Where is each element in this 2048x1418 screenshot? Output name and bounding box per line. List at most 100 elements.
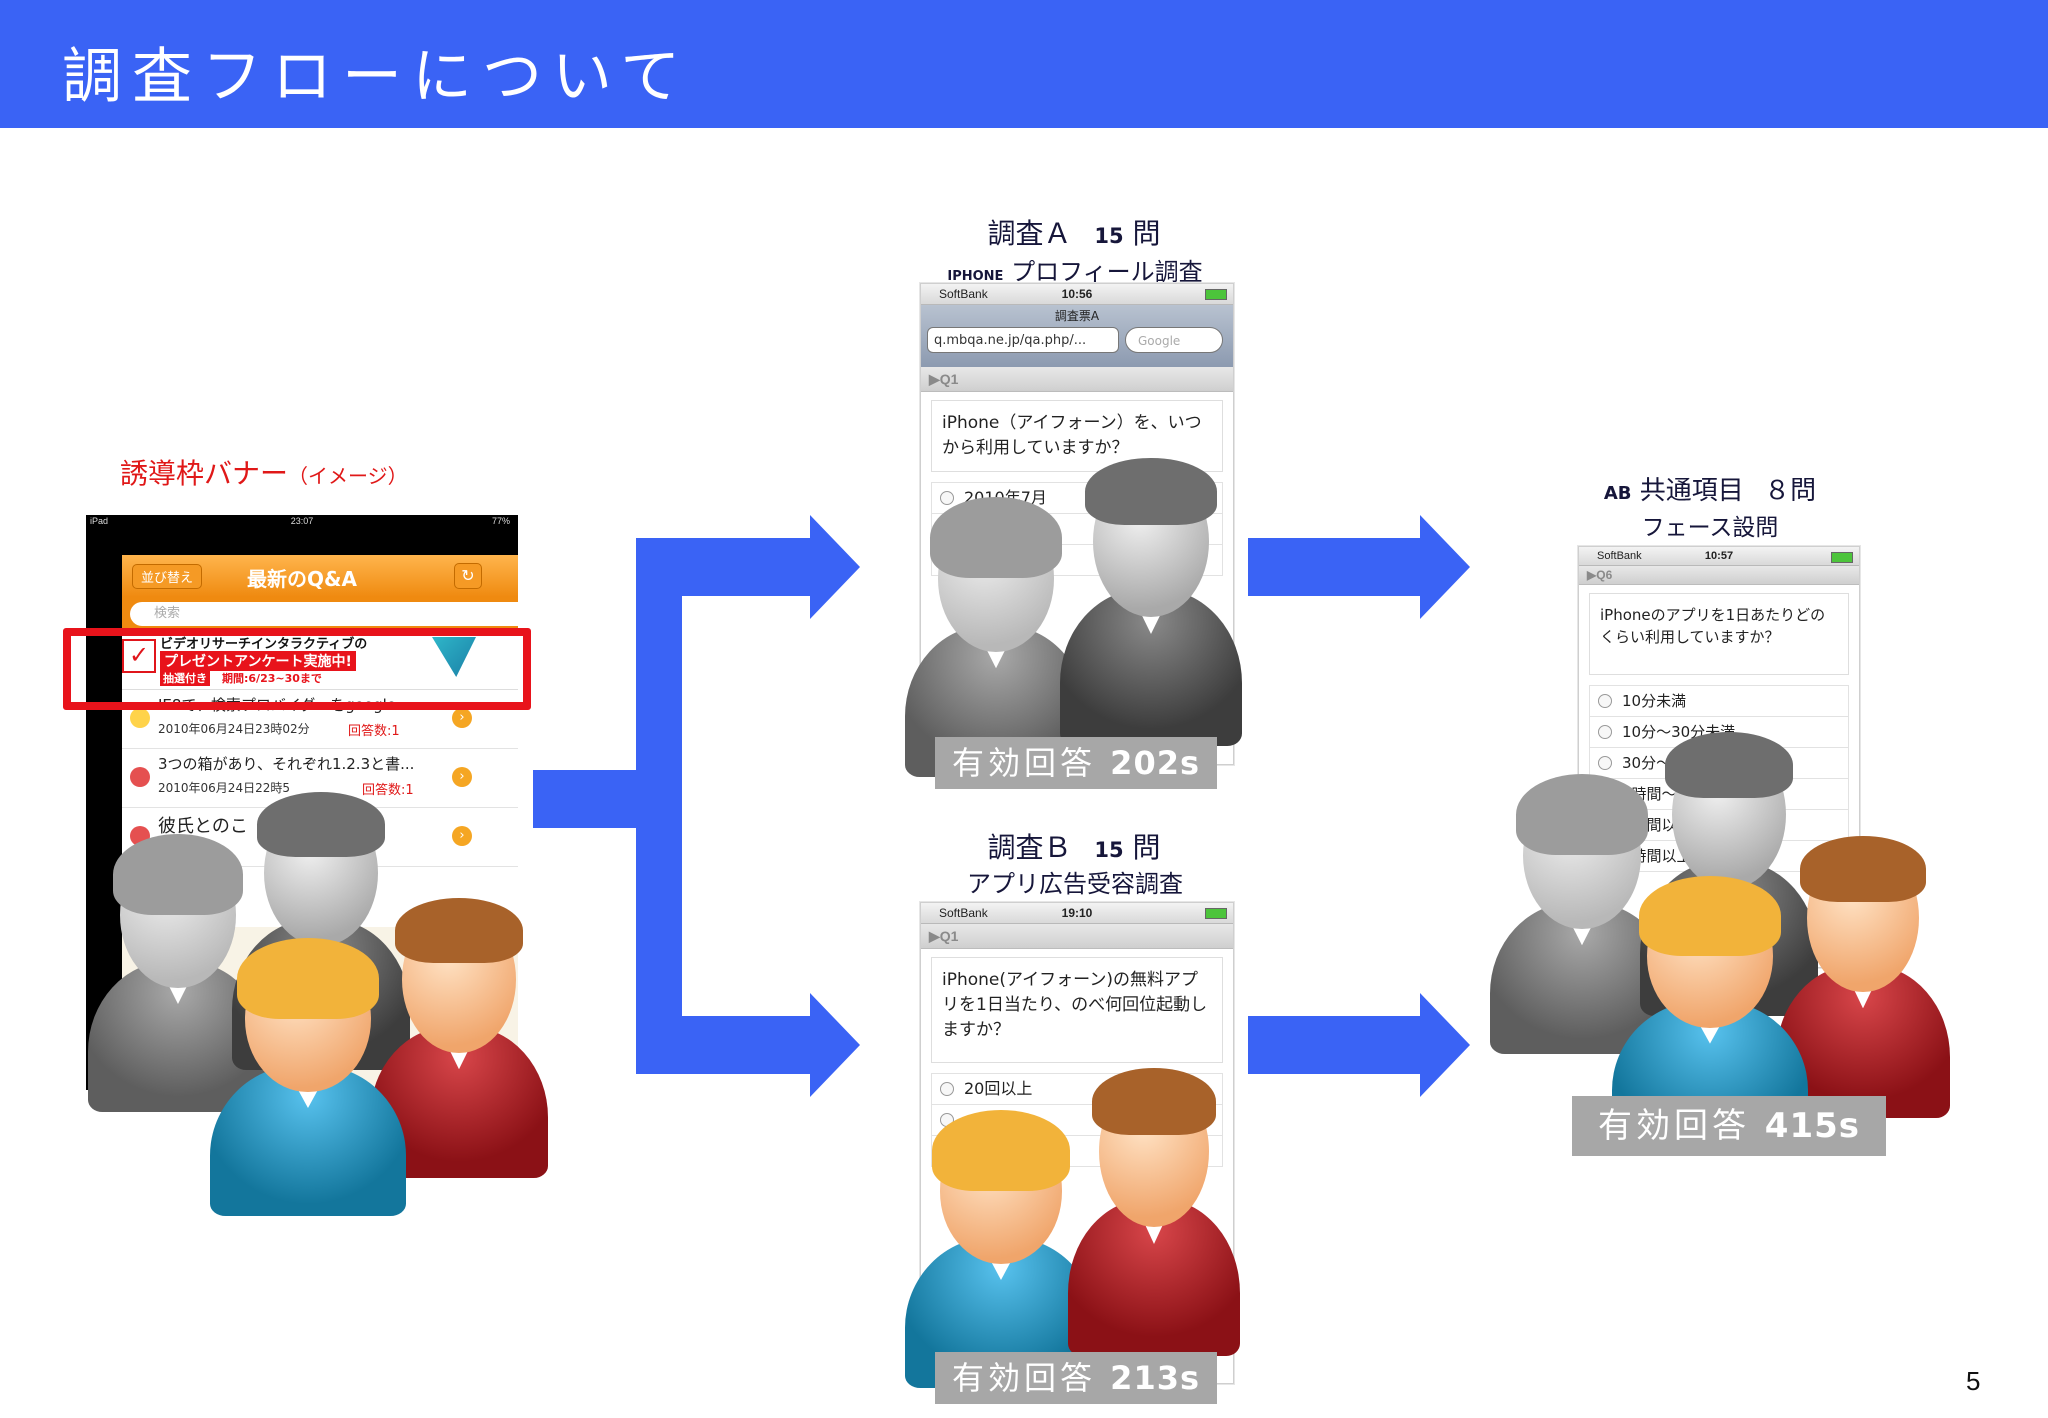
person-red-male-icon [370, 897, 548, 1178]
survey-a-title: 調査Ａ [987, 217, 1072, 250]
result-label: 有効回答 [951, 1359, 1096, 1397]
qa-item-date: 2010年06月24日22時5 [158, 781, 290, 795]
survey-b-count: 15 [1094, 838, 1124, 862]
survey-b-result: 有効回答 213s [935, 1352, 1217, 1404]
carrier-label: SoftBank [939, 287, 988, 301]
flow-arrow-to-b [680, 1016, 814, 1074]
checkbox-icon: ✓ [122, 639, 156, 673]
common-count: ８ [1764, 476, 1791, 506]
clock: 19:10 [1061, 906, 1093, 920]
status-bar: SoftBank 10:57 [1579, 547, 1859, 566]
qa-item-date: 2010年06月24日23時02分 [158, 722, 310, 736]
refresh-icon[interactable]: ↻ [454, 563, 482, 589]
person-blue-female-icon [210, 937, 406, 1216]
clock: 10:56 [1061, 287, 1093, 301]
browser-page-title: 調査票A [1054, 309, 1100, 323]
battery-icon [1205, 908, 1227, 919]
chevron-right-icon[interactable]: › [452, 826, 472, 846]
arrow-head-icon [810, 515, 860, 619]
qa-search-bar: 検索 [122, 597, 518, 631]
carrier-label: SoftBank [1597, 550, 1642, 562]
question-text: iPhone（アイフォーン）を、いつから利用していますか？ [931, 400, 1223, 472]
result-value: 213s [1110, 1359, 1201, 1397]
status-bar: SoftBank 19:10 [921, 903, 1233, 924]
answer-option[interactable]: 10分未満 [1589, 685, 1849, 717]
banner-highlight-frame [63, 628, 531, 710]
survey-b-unit: 問 [1132, 831, 1161, 864]
arrow-head-icon [1420, 515, 1470, 619]
person-gray-male-icon [1060, 457, 1242, 746]
ipad-status-left: iPad [90, 516, 109, 526]
promo-banner[interactable]: ✓ ビデオリサーチインタラクティブの プレゼントアンケート実施中! 抽選付き 期… [122, 631, 518, 690]
banner-label-note: （イメージ） [288, 464, 408, 488]
chevron-right-icon[interactable]: › [452, 767, 472, 787]
survey-a-subtitle-prefix: IPHONE [947, 269, 1004, 284]
status-bar: SoftBank 10:56 [921, 284, 1233, 305]
user-icon [130, 767, 150, 787]
page-title: 調査フローについて [62, 42, 691, 112]
ipad-status-bar: iPad 23:07 77% [86, 515, 518, 529]
clock: 10:57 [1704, 550, 1734, 562]
qa-item-answers: 回答数:1 [362, 783, 414, 798]
qa-item-title: 3つの箱があり、それぞれ1.2.3と書... [158, 755, 415, 773]
survey-b-title: 調査Ｂ [987, 831, 1072, 864]
common-subtitle: フェース設問 [1641, 515, 1779, 541]
title-bar [0, 0, 2048, 128]
banner-label: 誘導枠バナー（イメージ） [120, 452, 408, 492]
survey-b-heading: 調査Ｂ 15 問 [924, 826, 1224, 866]
smile-icon [130, 708, 150, 728]
survey-a-result: 有効回答 202s [935, 737, 1217, 789]
survey-a-unit: 問 [1132, 217, 1161, 250]
arrow-head-icon [810, 993, 860, 1097]
banner-line-1: ビデオリサーチインタラクティブの [160, 637, 368, 652]
flow-arrow-b-to-common [1248, 1016, 1424, 1074]
flow-arrow-to-a [680, 538, 814, 596]
battery-icon [1205, 289, 1227, 300]
question-number: ▶Q1 [921, 367, 1233, 392]
sort-button[interactable]: 並び替え [132, 564, 203, 589]
common-title: 共通項目 [1639, 476, 1744, 506]
qa-nav-title: 最新のQ&A [247, 567, 357, 591]
banner-label-note-text: イメージ [308, 464, 388, 488]
qa-item-title: 彼氏とのこ [158, 816, 248, 837]
flow-arrow-stem [533, 770, 638, 828]
flow-arrow-a-to-common [1248, 538, 1424, 596]
page-number: 5 [1966, 1366, 1981, 1396]
common-heading: AB 共通項目 ８問 [1560, 470, 1860, 507]
ipad-status-battery: 77% [491, 516, 510, 526]
common-prefix: AB [1603, 483, 1632, 504]
battery-icon [1831, 552, 1853, 563]
banner-label-text: 誘導枠バナー [120, 457, 289, 490]
question-number-text: Q1 [939, 928, 959, 944]
qa-search-input[interactable]: 検索 [130, 602, 518, 626]
banner-line-4: 期間:6/23~30まで [222, 672, 322, 685]
survey-a-heading: 調査Ａ 15 問 [924, 212, 1224, 252]
result-label: 有効回答 [951, 744, 1096, 782]
survey-b-subtitle: アプリ広告受容調査 [967, 870, 1183, 898]
result-label: 有効回答 [1597, 1106, 1750, 1146]
browser-url-field[interactable]: q.mbqa.ne.jp/qa.php/... [927, 327, 1119, 353]
question-text: iPhone(アイフォーン)の無料アプリを1日当たり、のべ何回位起動しますか？ [931, 957, 1223, 1063]
browser-toolbar: 調査票A q.mbqa.ne.jp/qa.php/... Google [921, 305, 1233, 367]
person-red-male-icon [1068, 1067, 1240, 1356]
question-number: ▶Q6 [1579, 566, 1859, 585]
browser-search-field[interactable]: Google [1125, 327, 1223, 353]
chevron-right-icon[interactable]: › [452, 708, 472, 728]
question-number-text: Q6 [1596, 568, 1613, 582]
banner-line-3: 抽選付き [160, 670, 210, 686]
result-value: 415s [1764, 1106, 1861, 1146]
question-number-text: Q1 [939, 371, 959, 387]
qa-navbar: 並び替え 最新のQ&A ↻ [122, 555, 518, 597]
person-red-male-icon [1776, 835, 1950, 1118]
common-result: 有効回答 415s [1572, 1096, 1886, 1156]
flow-arrow-split [636, 538, 682, 1074]
result-value: 202s [1110, 744, 1201, 782]
survey-a-subtitle: IPHONE プロフィール調査 [900, 252, 1250, 287]
arrow-head-icon [1420, 993, 1470, 1097]
qa-item-answers: 回答数:1 [348, 724, 400, 739]
survey-a-count: 15 [1094, 224, 1124, 248]
question-text: iPhoneのアプリを1日あたりどのくらい利用していますか？ [1589, 593, 1849, 675]
question-number: ▶Q1 [921, 924, 1233, 949]
ipad-status-time: 23:07 [290, 516, 314, 526]
banner-line-2: プレゼントアンケート実施中! [160, 651, 356, 671]
